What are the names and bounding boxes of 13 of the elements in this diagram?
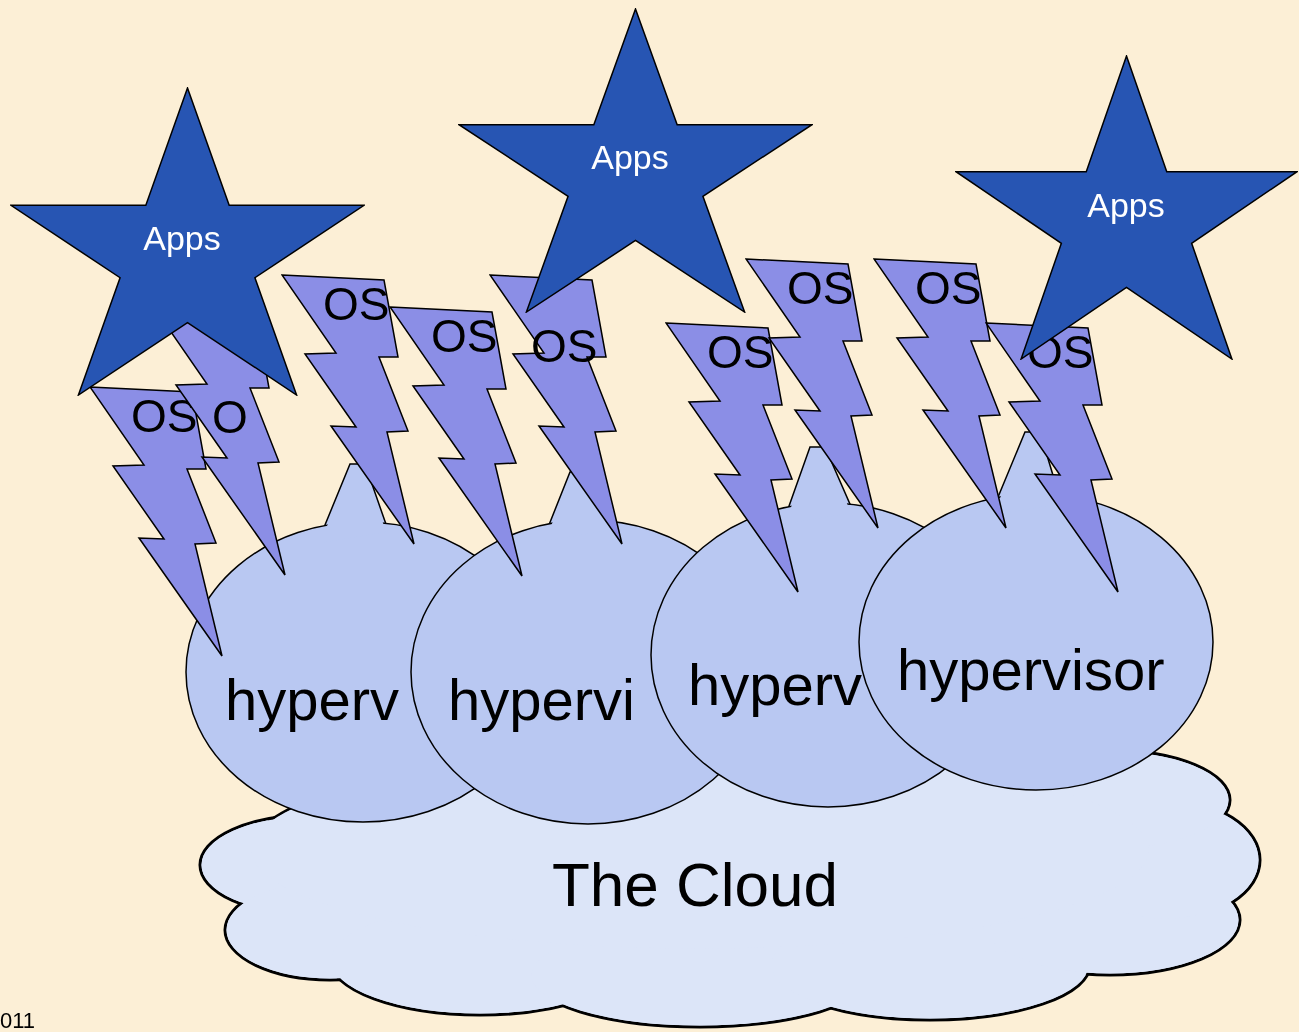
apps-label: Apps [591, 140, 669, 174]
os-label: OS [531, 323, 598, 369]
footer-text: 011 [0, 1010, 36, 1032]
os-label: O [212, 394, 248, 440]
os-label: OS [431, 313, 498, 359]
os-label: OS [787, 265, 854, 311]
os-label: OS [915, 265, 982, 311]
os-label: OS [323, 281, 390, 327]
apps-label: Apps [1087, 188, 1165, 222]
os-label: OS [131, 393, 198, 439]
apps-label: Apps [143, 221, 221, 255]
cloud-label: The Cloud [551, 854, 839, 916]
os-label: OS [707, 329, 774, 375]
